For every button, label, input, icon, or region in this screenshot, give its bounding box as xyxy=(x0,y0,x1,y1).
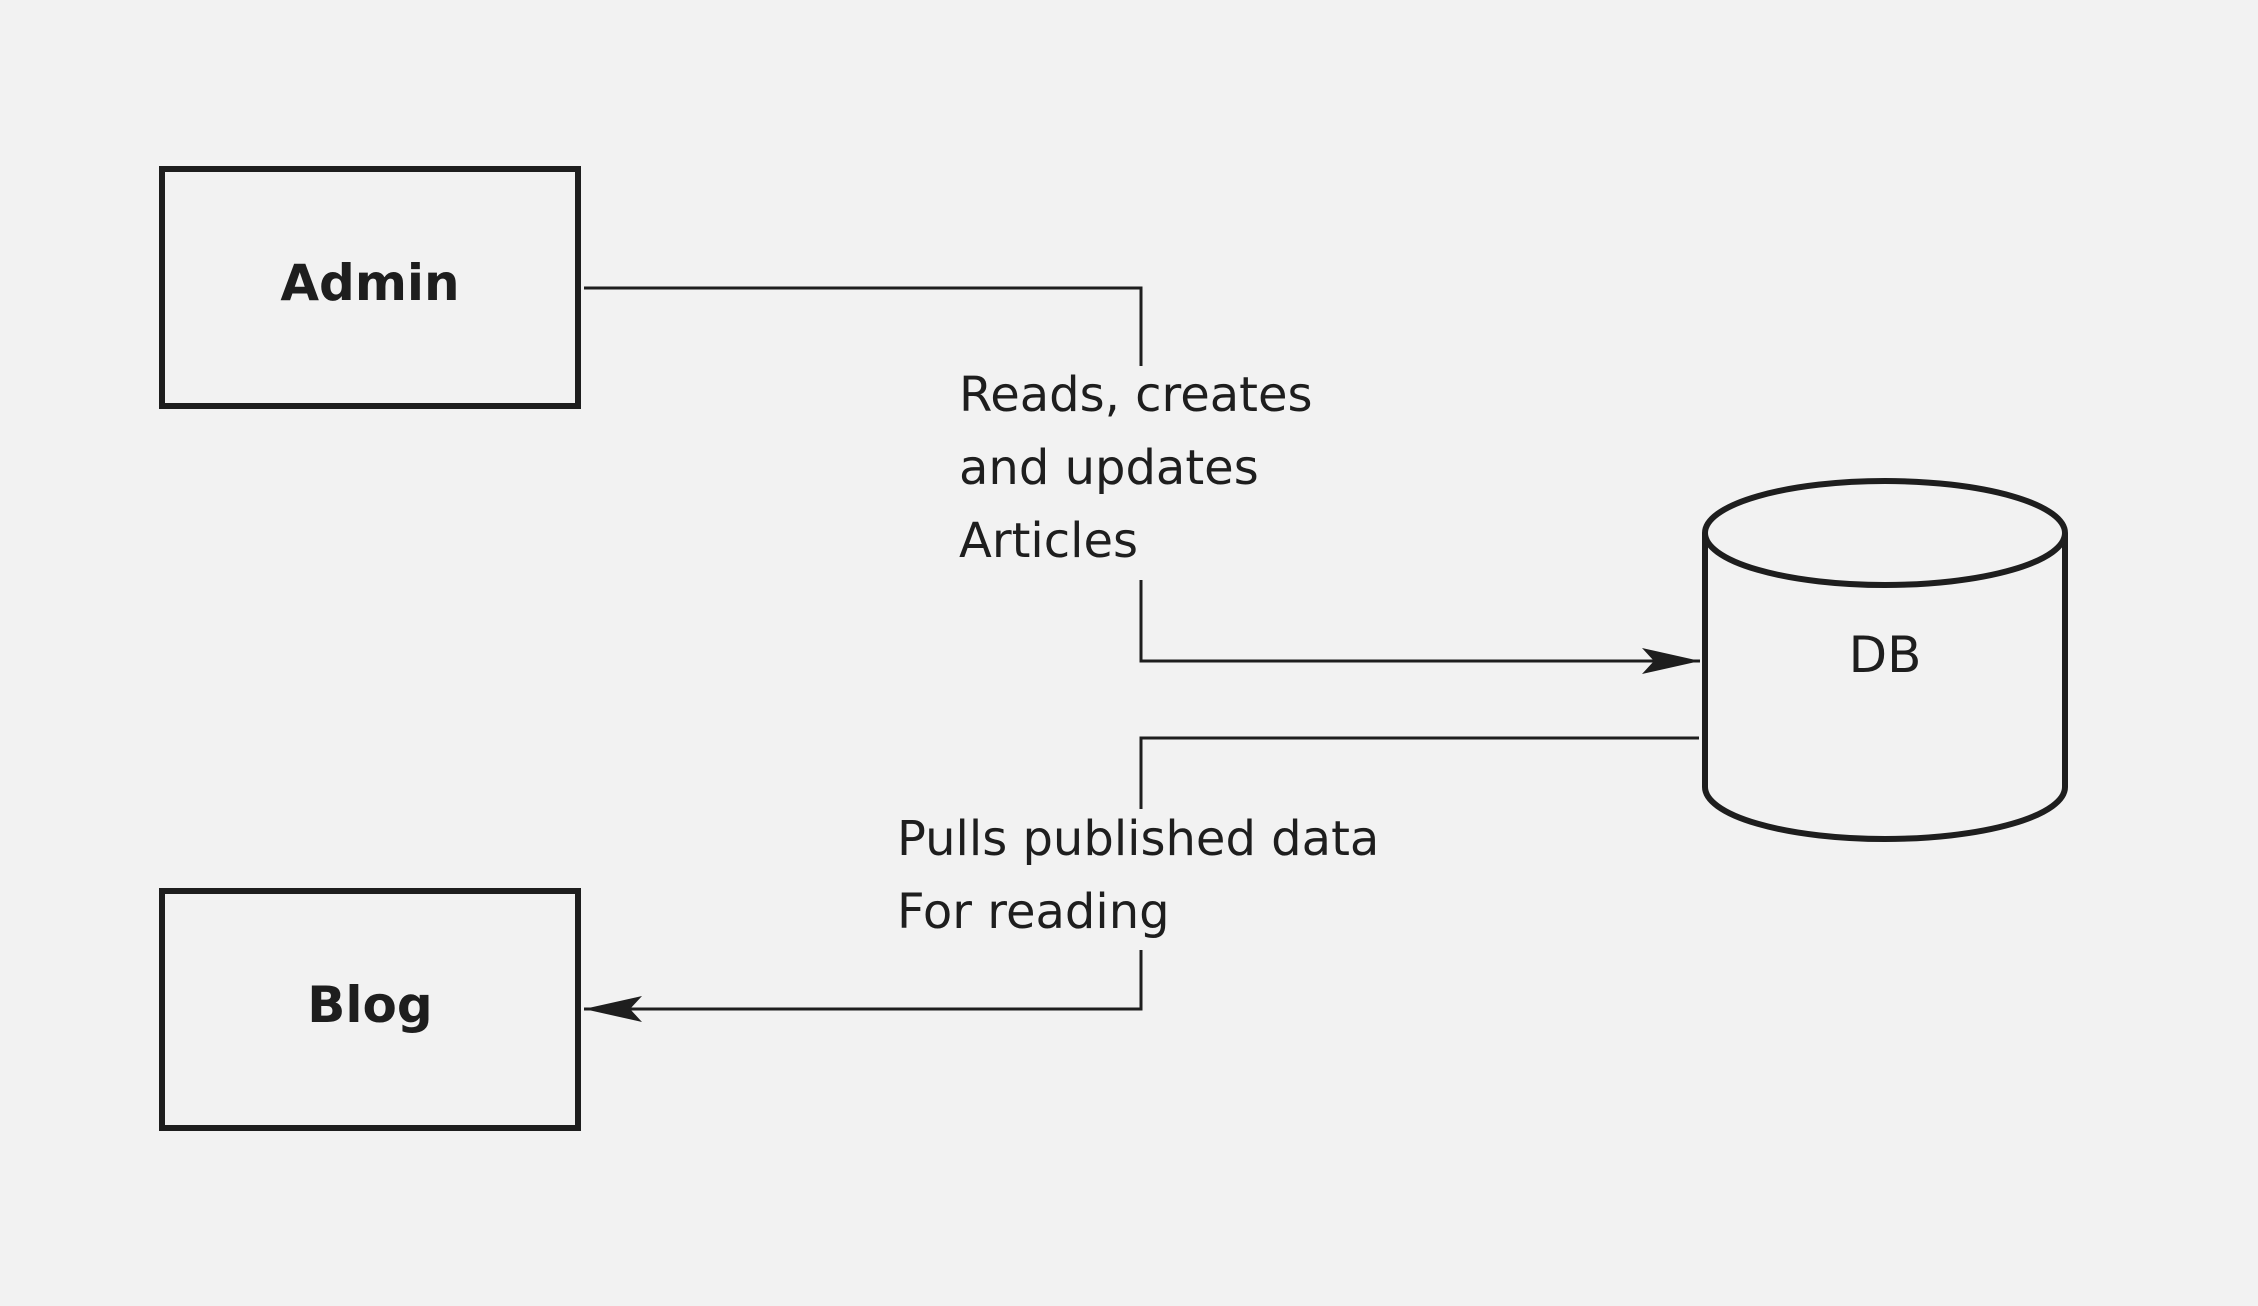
db-cylinder-top xyxy=(1702,478,2068,588)
admin-node[interactable]: Admin xyxy=(159,166,581,409)
db-label: DB xyxy=(1849,626,1922,684)
edge-db-to-blog-label: Pulls published data For reading xyxy=(897,811,1395,940)
edge-admin-to-db-label-line-2: and updates xyxy=(959,440,1259,496)
edge-db-to-blog: Pulls published data For reading xyxy=(584,736,1699,1022)
edge-db-to-blog-upper-line xyxy=(1139,736,1699,809)
edge-admin-to-db-label-line-3: Articles xyxy=(959,513,1138,569)
admin-label: Admin xyxy=(280,254,459,312)
db-cylinder-body xyxy=(1702,533,2068,842)
blog-box xyxy=(159,888,581,1131)
blog-label: Blog xyxy=(307,976,432,1034)
edge-db-to-blog-lower-line xyxy=(584,950,1143,1022)
edge-admin-to-db-lower-line xyxy=(1139,580,1700,674)
edge-admin-to-db-label: Reads, creates and updates Articles xyxy=(959,367,1328,569)
edge-db-to-blog-label-line-2: For reading xyxy=(897,884,1170,940)
edge-admin-to-db: Reads, creates and updates Articles xyxy=(584,286,1700,674)
edge-admin-to-db-upper-line xyxy=(584,286,1143,366)
edge-db-to-blog-label-line-1: Pulls published data xyxy=(897,811,1379,867)
db-node[interactable]: DB xyxy=(1702,478,2068,842)
admin-box xyxy=(159,166,581,409)
blog-node[interactable]: Blog xyxy=(159,888,581,1131)
edge-admin-to-db-label-line-1: Reads, creates xyxy=(959,367,1313,423)
